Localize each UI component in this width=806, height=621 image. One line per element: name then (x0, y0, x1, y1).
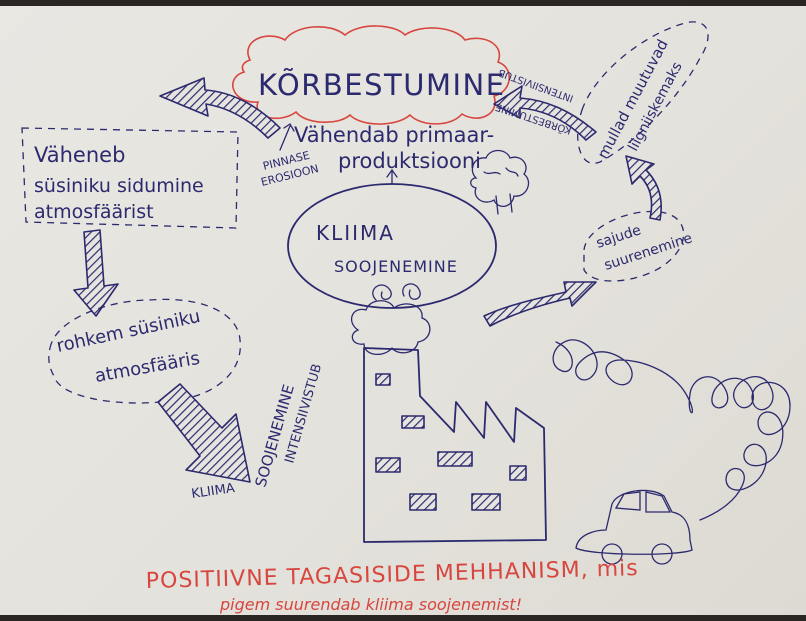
exhaust-swirl (552, 339, 791, 521)
arrow-diagonal-big (157, 383, 251, 483)
sajude-oval (583, 210, 685, 282)
smoke-cloud (350, 300, 431, 355)
arrow-to-vaheneb (159, 77, 281, 139)
factory-windows (375, 373, 527, 511)
tree-icon (470, 149, 530, 215)
korbestumine-label: KÕRBESTUMINE (258, 68, 506, 102)
muldade-shape (577, 21, 709, 164)
smoke-curl (372, 283, 421, 301)
factory (363, 347, 547, 543)
kliima-line2: SOOJENEMINE (334, 257, 458, 276)
arrow-to-cloud-right (493, 85, 597, 141)
arrow-to-muldade (625, 155, 662, 221)
rohkem-line2: atmosfääris (93, 348, 201, 387)
vaheneb-line1: Väheneb (34, 143, 125, 167)
vahendab-line1: Vähendab primaar- (294, 123, 494, 147)
vaheneb-line3: atmosfäärist (34, 201, 154, 223)
small-up-arrow (386, 168, 398, 185)
arrow-down-left (73, 229, 119, 317)
kliima-small-label: KLIIMA (190, 481, 235, 502)
rohkem-line1: rohkem süsiniku (55, 306, 203, 357)
car-icon (575, 489, 693, 565)
arrow-to-sajude (483, 281, 597, 327)
korbestumine-cloud (232, 25, 510, 125)
vaheneb-box (21, 127, 239, 229)
arrow-up-to-cloud (279, 123, 295, 151)
vahendab-line2: produktsiooni (338, 149, 481, 173)
footer-line2: pigem suurendab kliima soojenemist! (219, 595, 522, 614)
kliima-globe (287, 183, 497, 309)
footer-line1: POSITIIVNE TAGASISIDE MEHHANISM, mis (146, 556, 639, 594)
vaheneb-line2: süsiniku sidumine (34, 175, 204, 197)
rohkem-cloud (48, 298, 241, 404)
kliima-line1: KLIIMA (316, 221, 395, 245)
